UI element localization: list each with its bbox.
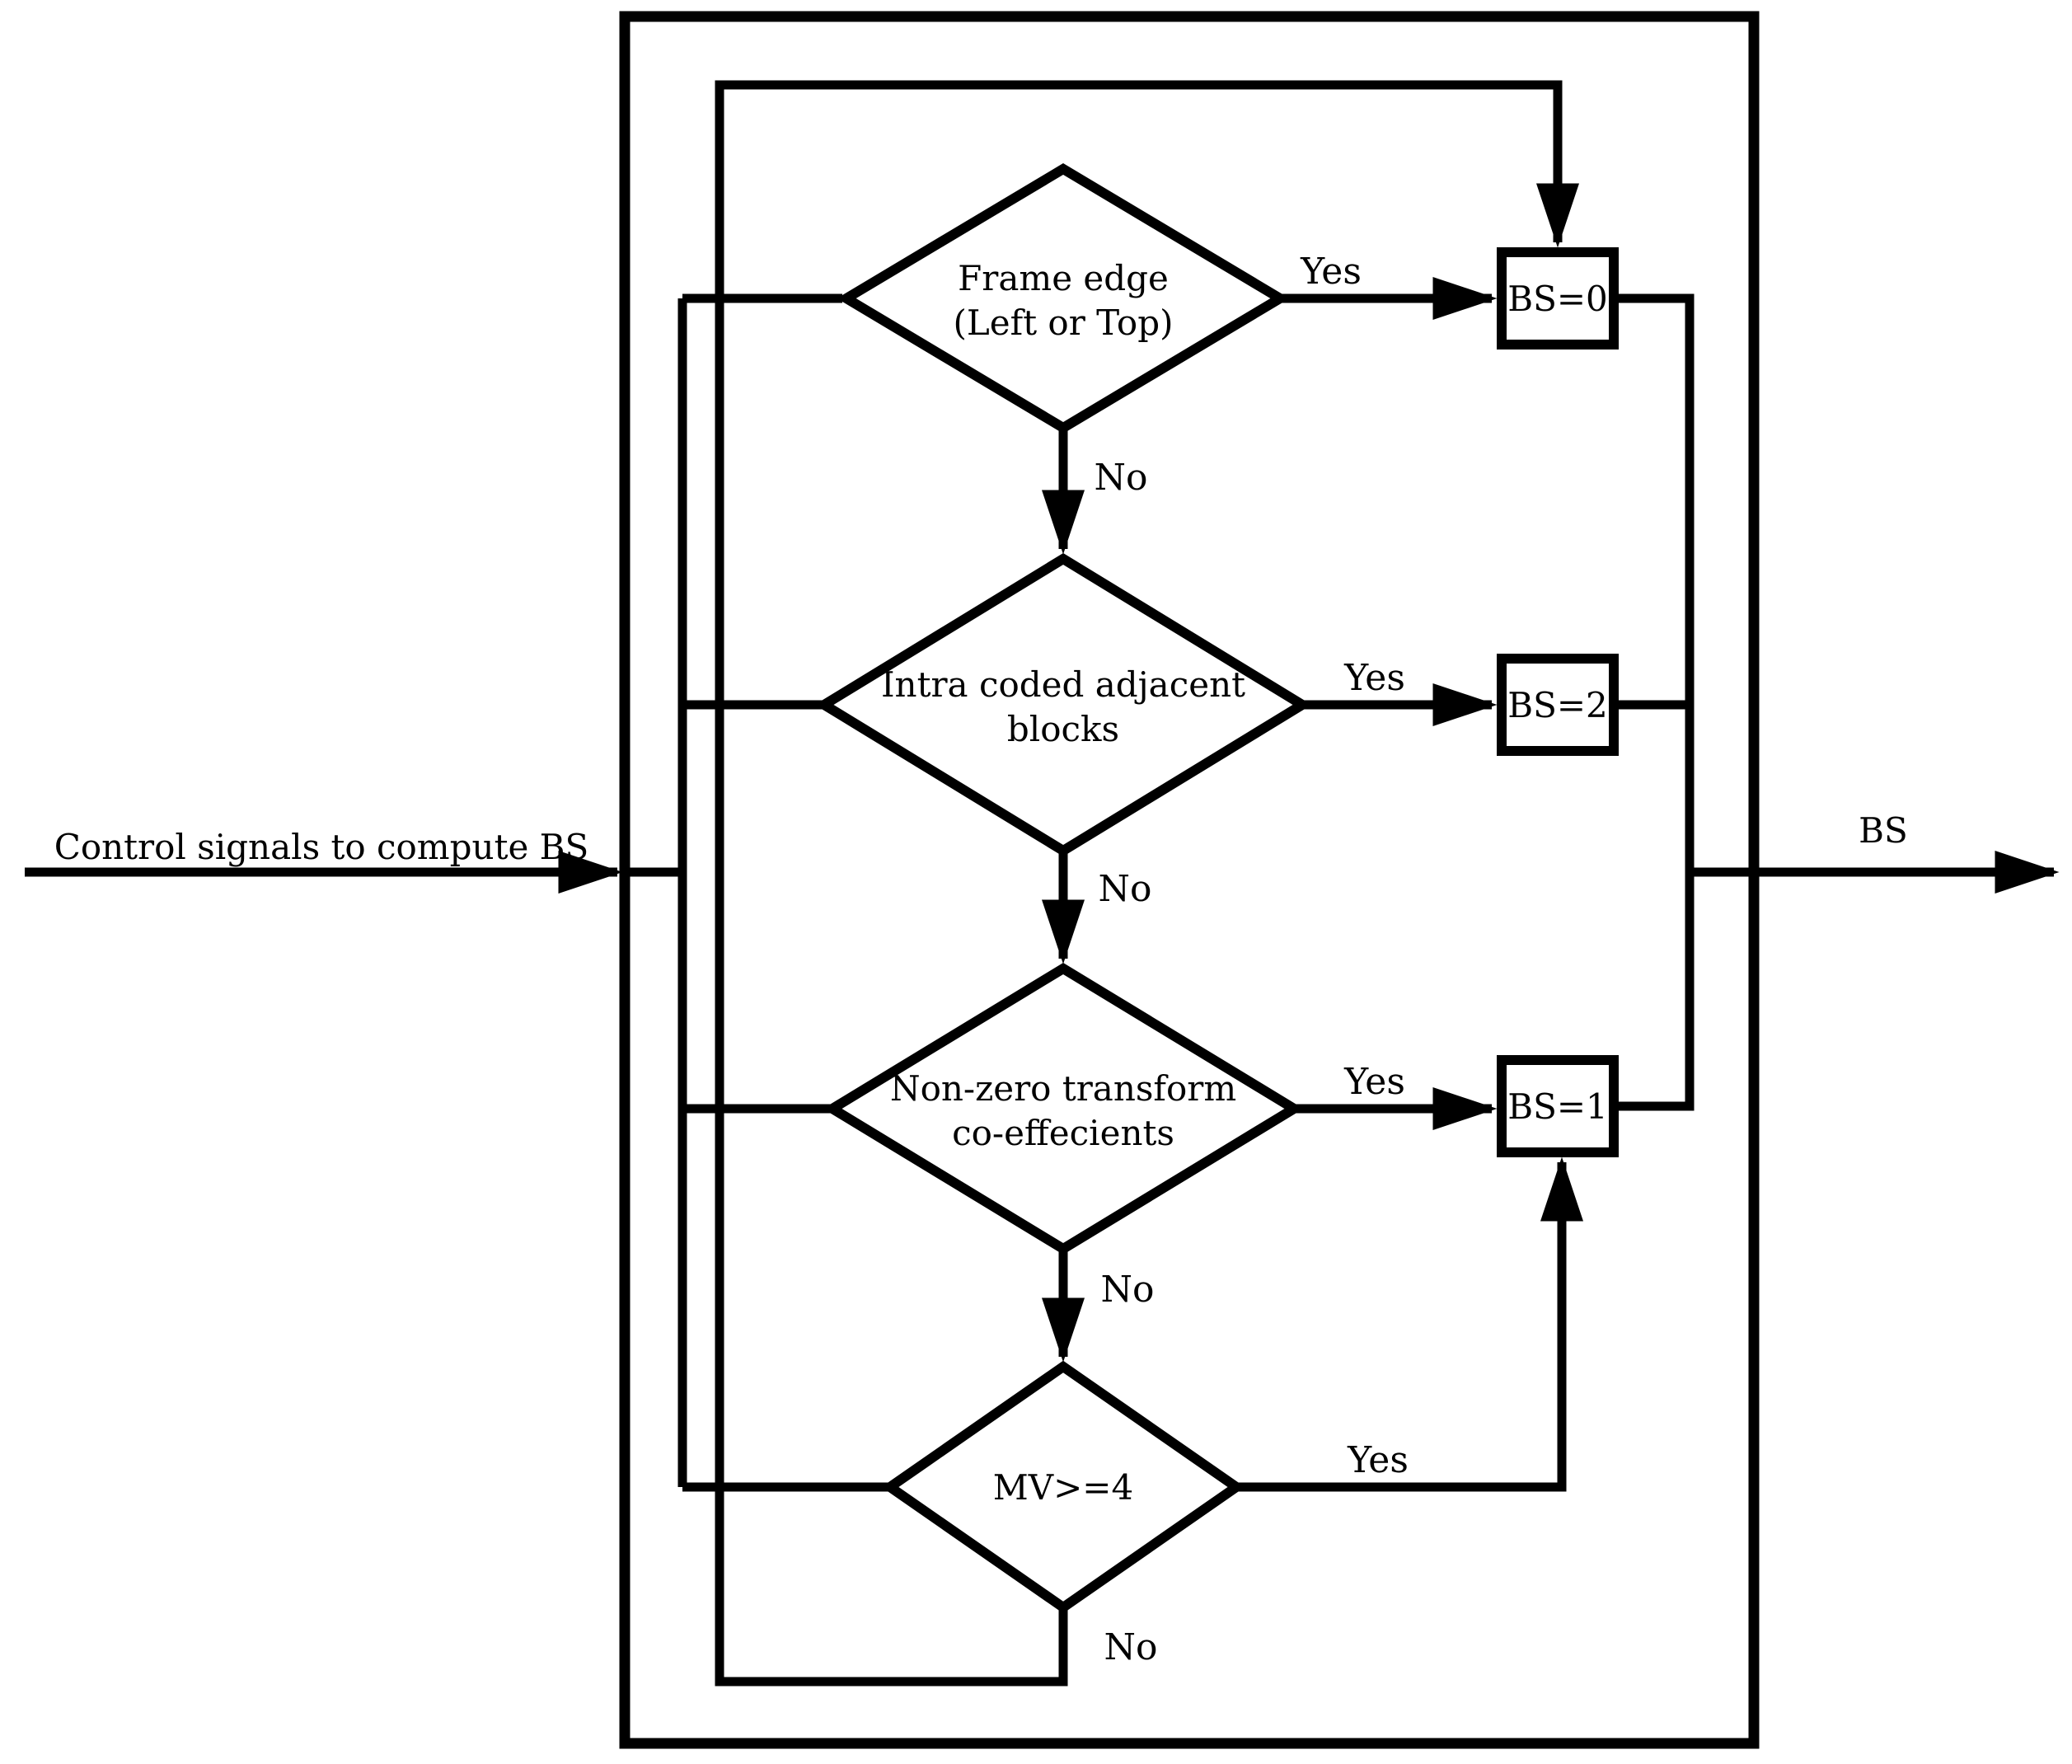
outer-enclosure-box <box>619 11 1760 1749</box>
input-label: Control signals to compute BS <box>54 827 589 867</box>
yes-label-nonzero: Yes <box>1343 1061 1405 1103</box>
decision-intra-coded-label-line2: blocks <box>1007 709 1119 749</box>
result-bs0-label: BS=0 <box>1507 279 1608 319</box>
result-bs0-box <box>1497 247 1619 350</box>
decision-nonzero-label-line2: co-effecients <box>952 1113 1174 1153</box>
result-bs2-label: BS=2 <box>1507 685 1608 725</box>
decision-mv <box>881 1360 1245 1614</box>
output-label: BS <box>1859 810 1908 851</box>
decision-frame-edge <box>837 163 1290 434</box>
yes-label-mv: Yes <box>1347 1439 1409 1481</box>
no-label-mv: No <box>1104 1626 1158 1668</box>
result-bs2-box <box>1497 654 1619 756</box>
no-label-nonzero: No <box>1101 1269 1155 1311</box>
decision-nonzero-label-line1: Non-zero transform <box>890 1068 1236 1109</box>
yes-label-frame-edge: Yes <box>1300 251 1362 293</box>
no-label-frame-edge: No <box>1095 457 1148 499</box>
decision-frame-edge-label-line1: Frame edge <box>958 258 1169 298</box>
result-bs1-box <box>1497 1055 1619 1157</box>
decision-intra-coded-label-line1: Intra coded adjacent <box>881 664 1245 705</box>
result-bs1-label: BS=1 <box>1507 1086 1608 1127</box>
feedback-loop-path <box>715 80 1579 1687</box>
decision-nonzero-transform <box>823 962 1304 1255</box>
yes-label-intra-coded: Yes <box>1343 657 1405 699</box>
yes-arrow-mv <box>1236 1156 1583 1492</box>
decision-intra-coded <box>814 552 1312 857</box>
decision-frame-edge-label-line2: (Left or Top) <box>954 303 1174 343</box>
no-label-intra-coded: No <box>1099 868 1152 910</box>
decision-mv-label: MV>=4 <box>993 1467 1133 1508</box>
